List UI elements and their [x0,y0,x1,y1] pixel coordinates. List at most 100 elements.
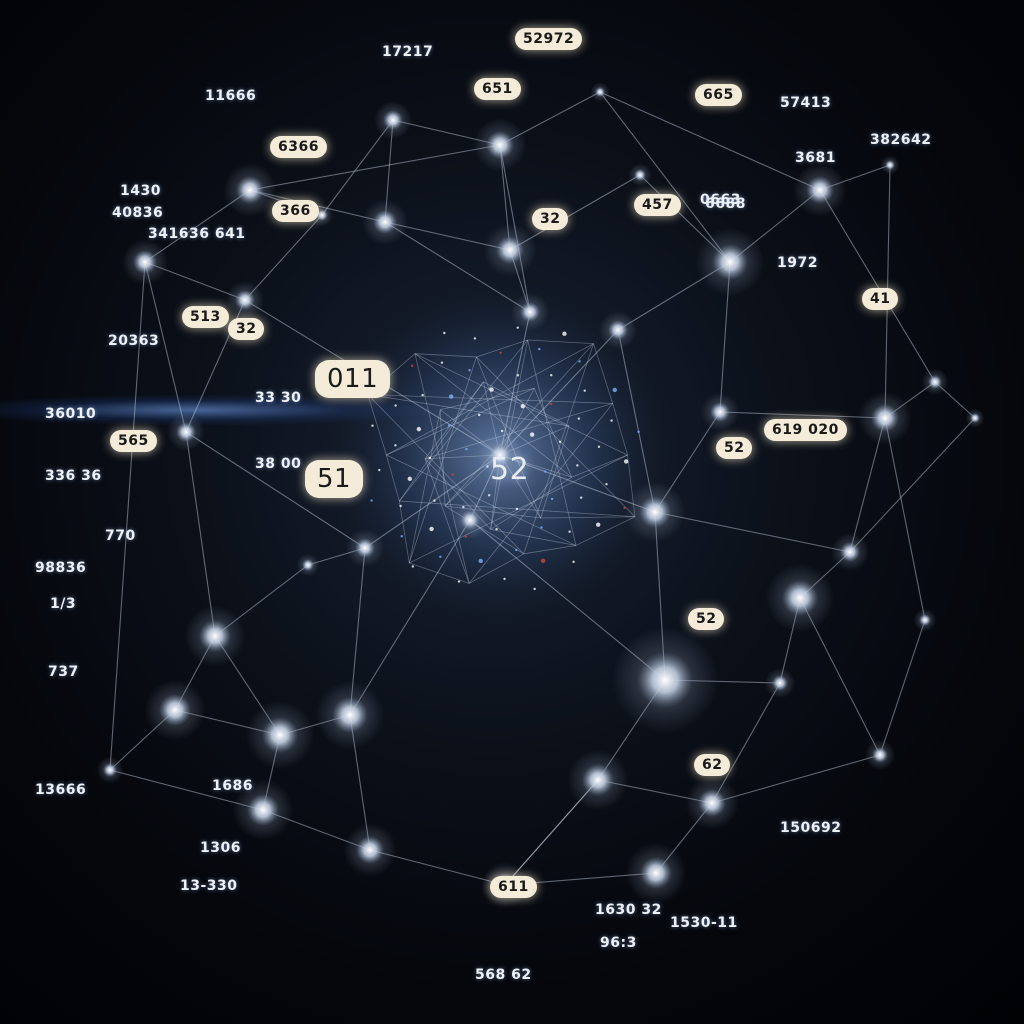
mesh-edge [424,381,484,459]
edge [879,619,926,756]
network-node [840,542,860,562]
network-node [637,652,693,708]
node-label: 51 [305,460,364,498]
network-node [355,538,375,558]
network-node [159,694,191,726]
mesh-edge [367,394,613,404]
node-label: 13666 [35,782,87,798]
mesh-edge [409,562,470,584]
mesh-edge [540,425,570,519]
sparkle-dot [529,432,535,437]
sparkle-dot [515,507,519,511]
sparkle-dot [428,456,432,460]
node-label: 62 [694,754,731,776]
sparkle-dot [540,526,543,529]
sparkle-dot [478,413,481,417]
node-label: 611 [490,876,537,898]
sparkle-dot [516,477,520,480]
sparkle-dot [378,468,381,472]
sparkle-dot [544,470,547,473]
sparkle-dot [410,364,414,368]
node-label: 52972 [515,28,583,50]
node-label: 366 [272,200,319,222]
node-label: 150692 [780,820,842,836]
network-node [885,160,895,170]
node-label: 1686 [212,778,253,794]
sparkle-dot [610,419,613,422]
network-node [103,763,117,777]
mesh-edge [523,343,594,554]
node-label: 382642 [870,132,932,148]
network-node [356,836,384,864]
edge [249,144,501,191]
node-label: 341636 641 [148,226,246,242]
sparkle-dot [558,440,562,444]
mesh-edge [523,545,576,555]
node-label: 52 [716,437,753,459]
network-node [373,210,397,234]
sparkle-dot [416,426,422,432]
sparkle-dot [447,424,451,427]
mesh-edge [408,356,477,564]
node-label: 457 [634,194,681,216]
node-label: 40836 [112,205,164,221]
network-node [235,290,255,310]
sparkle-dot [550,374,553,377]
node-label: 1630 32 [595,902,662,918]
mesh-edge [367,394,570,427]
sparkle-dot [576,464,579,467]
mesh-edge [386,343,594,456]
edge [849,417,976,553]
node-label: 13-330 [180,878,238,894]
node-label: 96:3 [600,935,637,951]
edge [185,431,366,549]
sparkle-dot [520,404,526,409]
edge [599,91,821,191]
edge [819,189,936,383]
sparkle-dot [562,331,567,336]
network-node [176,422,196,442]
network-node [919,614,931,626]
network-node [486,131,514,159]
edge [384,221,531,313]
node-label: 565 [110,430,157,452]
core-mesh [367,326,640,591]
node-label: 336 36 [45,468,102,484]
node-label: 32 [532,208,569,230]
sparkle-dot [550,497,554,501]
sparkle-dot [451,473,454,476]
mesh-edge [476,339,528,358]
network-node [520,302,540,322]
mesh-edge [367,394,525,555]
sparkle-dot [583,389,586,392]
edge [711,754,881,804]
sparkle-dot [407,476,412,481]
mesh-edge [399,339,528,502]
sparkle-dot [478,558,483,564]
node-label: 32 [228,318,265,340]
sparkle-dot [597,445,601,448]
mesh-edge [414,353,628,456]
node-label: 665 [695,84,742,106]
sparkle-dot [540,558,546,564]
node-label: 619 020 [764,419,847,441]
network-node [782,580,818,616]
mesh-edge [444,343,594,507]
edge [654,511,851,553]
sparkle-dot [429,526,434,532]
network-node [488,443,512,467]
network-node [582,764,614,796]
node-label: 3681 [795,150,836,166]
sparkle-dot [421,393,424,397]
network-node [460,510,480,530]
network-node [772,675,788,691]
network-node [133,250,157,274]
mesh-edge [533,388,573,478]
mesh-edge [593,343,614,404]
sparkle-dot [371,424,374,427]
mesh-edge [527,339,594,344]
node-label: 770 [105,528,136,544]
node-label: 011 [315,360,391,398]
network-node [383,110,403,130]
network-node [640,857,672,889]
